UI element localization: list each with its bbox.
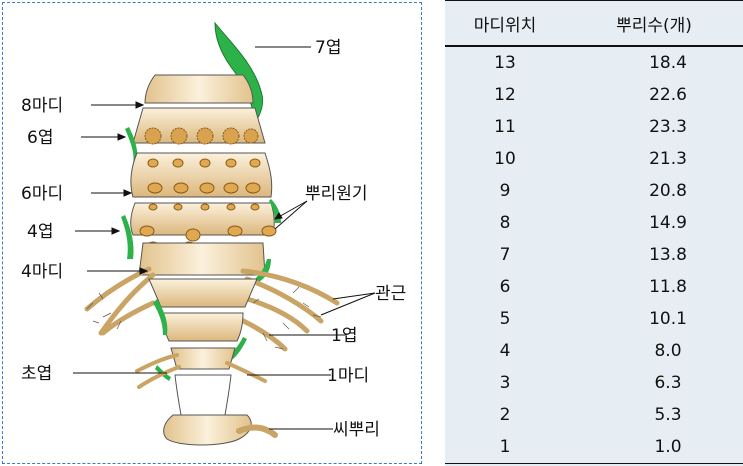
vascular-dots-row1 [144, 127, 259, 145]
label-leaf-4: 4엽 [27, 222, 53, 242]
label-node-8: 8마디 [21, 96, 63, 116]
cell-node-position: 10 [494, 149, 516, 169]
cell-root-count: 13.8 [649, 245, 687, 265]
leader-lines [73, 46, 376, 430]
crown-roots [84, 266, 340, 352]
cell-root-count: 6.3 [654, 373, 682, 393]
cell-root-count: 23.3 [649, 117, 687, 137]
leaf-2-sheath [153, 299, 168, 335]
internode-1 [170, 347, 236, 370]
cell-root-count: 11.8 [649, 277, 687, 297]
label-crown-roots: 관근 [375, 284, 406, 304]
cell-root-count: 14.9 [649, 213, 687, 233]
mesocotyl [174, 374, 232, 416]
leaf-6-sheath [125, 127, 138, 165]
internode-2 [162, 312, 244, 342]
header-root-count: 뿌리수(개) [565, 0, 743, 47]
cell-node-position: 13 [494, 53, 516, 73]
root-hairs [86, 286, 322, 350]
cell-node-position: 11 [494, 117, 516, 137]
cell-node-position: 7 [499, 245, 511, 265]
cell-root-count: 18.4 [649, 53, 687, 73]
label-node-6: 6마디 [21, 184, 63, 204]
cell-root-count: 22.6 [649, 85, 687, 105]
label-node-1: 1마디 [327, 366, 369, 386]
table-row: 13 18.4 [445, 46, 743, 79]
cell-root-count: 21.3 [649, 149, 687, 169]
cell-root-count: 5.3 [654, 405, 682, 425]
label-root-primordia: 뿌리원기 [305, 184, 368, 204]
label-coleoptile: 초엽 [21, 364, 52, 384]
table-row: 10 21.3 [445, 143, 743, 175]
table-row: 12 22.6 [445, 79, 743, 111]
leaf-3-sheath [255, 259, 271, 283]
cell-node-position: 4 [499, 341, 511, 361]
header-node-position: 마디위치 [445, 0, 565, 47]
cell-root-count: 10.1 [649, 309, 687, 329]
label-leaf-7: 7엽 [315, 38, 341, 58]
lower-roots [135, 353, 267, 389]
seminal-root-shape [236, 424, 278, 438]
cell-node-position: 1 [445, 431, 565, 464]
label-node-4: 4마디 [21, 262, 63, 282]
cell-node-position: 9 [499, 181, 511, 201]
cell-node-position: 8 [499, 213, 511, 233]
cell-node-position: 2 [499, 405, 511, 425]
label-leaf-6: 6엽 [27, 128, 53, 148]
cell-node-position: 6 [499, 277, 511, 297]
label-leaf-1: 1엽 [331, 326, 357, 346]
cell-root-count: 1.0 [565, 431, 743, 464]
table-header-row: 마디위치 뿌리수(개) [445, 0, 743, 47]
table-row: 11 23.3 [445, 111, 743, 143]
internode-3 [148, 278, 258, 308]
cell-node-position: 3 [499, 373, 511, 393]
leaf-4-sheath [121, 215, 134, 259]
cell-root-count: 20.8 [649, 181, 687, 201]
cell-node-position: 12 [494, 85, 516, 105]
label-seminal-root: 씨뿌리 [333, 420, 380, 440]
node-8-top [144, 74, 254, 104]
diagram-panel: 7엽 8마디 6엽 6마디 뿌리원기 4엽 4마디 관근 1엽 초엽 1마디 씨… [2, 2, 422, 464]
cell-root-count: 8.0 [654, 341, 682, 361]
rice-stem-diagram: 7엽 8마디 6엽 6마디 뿌리원기 4엽 4마디 관근 1엽 초엽 1마디 씨… [21, 21, 406, 446]
cell-node-position: 5 [499, 309, 511, 329]
vascular-dots-row2 [147, 158, 261, 194]
